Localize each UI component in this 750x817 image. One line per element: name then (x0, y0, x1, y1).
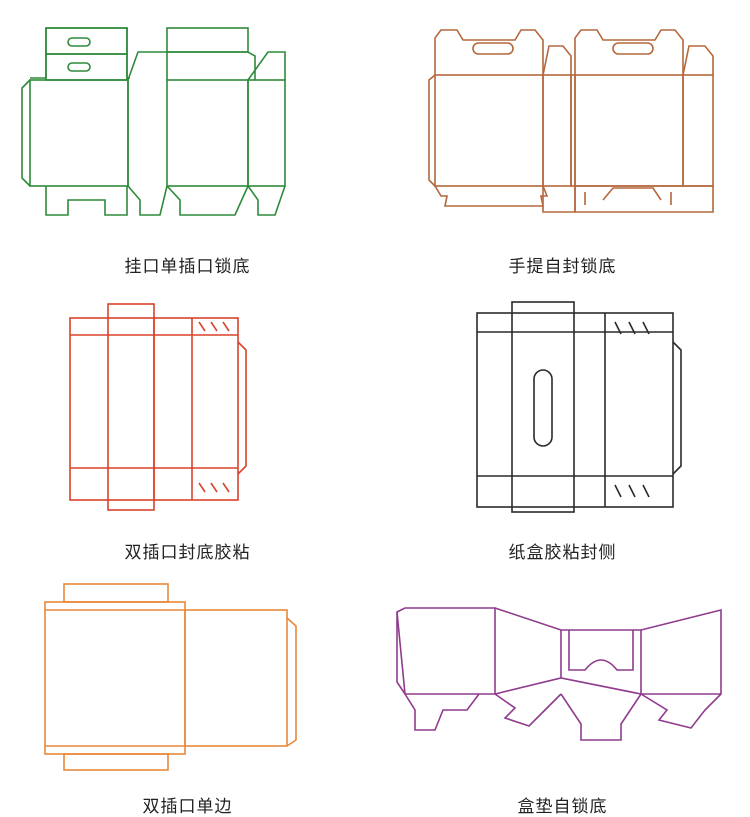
caption-panel-5: 双插口单边 (142, 797, 233, 817)
caption-panel-6: 盒垫自锁底 (517, 797, 608, 817)
panel-glued-side-carton: 纸盒胶粘封侧 (375, 280, 750, 570)
panel-tray-lock-bottom: 盒垫自锁底 (375, 570, 750, 817)
panel-hang-tab-lock-bottom: 挂口单插口锁底 (0, 0, 375, 280)
caption-panel-2: 手提自封锁底 (508, 257, 617, 277)
caption-panel-1: 挂口单插口锁底 (124, 257, 251, 277)
dieline-glued-side-carton (476, 301, 682, 513)
caption-panel-3: 双插口封底胶粘 (124, 543, 251, 563)
panel-handle-lock-bottom: 手提自封锁底 (375, 0, 750, 280)
dieline-double-tuck-glued (69, 303, 247, 511)
panel-double-tuck-glued: 双插口封底胶粘 (0, 280, 375, 570)
dieline-tray-lock-bottom (396, 607, 722, 741)
dieline-double-tuck-single-side (44, 583, 297, 771)
dieline-handle-lock-bottom (428, 29, 714, 213)
panel-double-tuck-single-side: 双插口单边 (0, 570, 375, 817)
caption-panel-4: 纸盒胶粘封侧 (508, 543, 617, 563)
dieline-hang-tab-lock-bottom (21, 27, 286, 216)
